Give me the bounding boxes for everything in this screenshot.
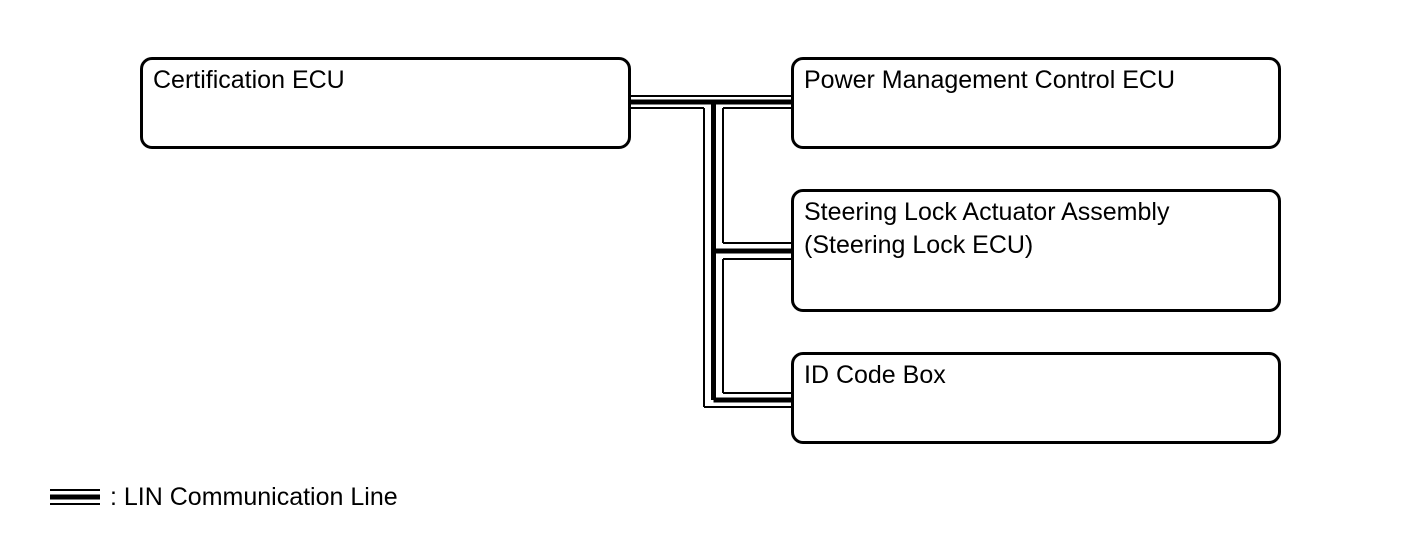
power-management-ecu-label: Power Management Control ECU bbox=[804, 66, 1175, 94]
id-code-box: ID Code Box bbox=[791, 352, 1281, 444]
lin-line-symbol-icon bbox=[50, 489, 100, 505]
certification-ecu-label: Certification ECU bbox=[153, 66, 345, 94]
id-code-box-label: ID Code Box bbox=[804, 361, 946, 389]
steering-lock-ecu-label: Steering Lock Actuator Assembly (Steerin… bbox=[804, 198, 1170, 259]
legend: : LIN Communication Line bbox=[50, 480, 398, 514]
steering-lock-ecu-box: Steering Lock Actuator Assembly (Steerin… bbox=[791, 189, 1281, 312]
power-management-ecu-box: Power Management Control ECU bbox=[791, 57, 1281, 149]
legend-label: : LIN Communication Line bbox=[110, 482, 398, 511]
certification-ecu-box: Certification ECU bbox=[140, 57, 631, 149]
